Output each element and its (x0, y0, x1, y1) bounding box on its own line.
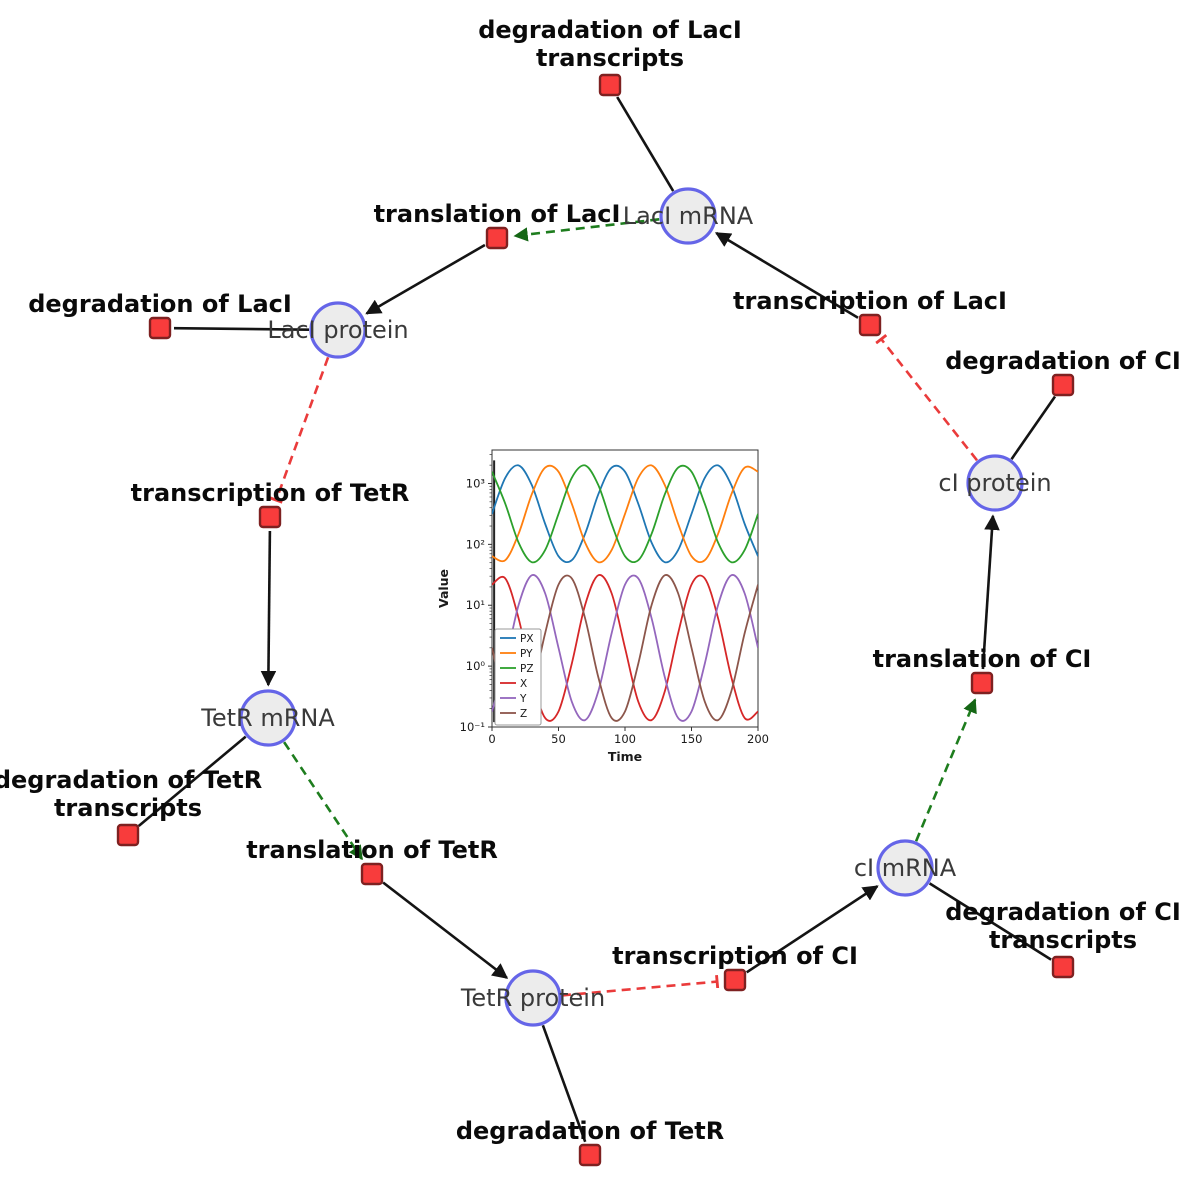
reaction-label-translation_cI: translation of CI (873, 645, 1092, 673)
reaction-node-transcription_lacI[interactable] (858, 313, 882, 337)
x-tick-label: 0 (488, 732, 495, 746)
reaction-node-transcription_tetR[interactable] (258, 505, 282, 529)
series-line-Y (492, 574, 758, 722)
edge-inhibition-tetR_protein-transcription_cI (561, 974, 720, 997)
edge-consumption-cI_mRNA-deg_cI_transcripts (928, 882, 1052, 961)
x-tick-label: 150 (681, 732, 703, 746)
edges-layer (137, 96, 1057, 1143)
species-label-cI_mRNA: cI mRNA (854, 854, 957, 882)
reaction-node-transcription_cI[interactable] (723, 968, 747, 992)
y-tick-label: 10³ (466, 476, 486, 490)
legend-label-Z: Z (520, 708, 527, 720)
species-label-tetR_mRNA: TetR mRNA (200, 704, 335, 732)
edge-production-transcription_cI-cI_mRNA (745, 885, 879, 974)
series-line-PZ (492, 464, 758, 564)
species-node-tetR_mRNA[interactable] (239, 689, 297, 747)
reaction-label-translation_lacI: translation of LacI (374, 200, 621, 228)
y-tick-label: 10⁻¹ (460, 720, 485, 734)
reaction-node-translation_lacI[interactable] (485, 226, 509, 250)
legend-label-Y: Y (519, 693, 527, 705)
y-tick-label: 10² (466, 537, 485, 551)
reaction-label-deg_tetR: degradation of TetR (456, 1117, 724, 1145)
reaction-node-deg_lacI_transcripts[interactable] (598, 73, 622, 97)
species-node-tetR_protein[interactable] (504, 969, 562, 1027)
reaction-label-deg_cI: degradation of CI (945, 347, 1181, 375)
species-label-lacI_protein: LacI protein (267, 316, 408, 344)
legend-label-PX: PX (520, 633, 534, 645)
species-node-lacI_mRNA[interactable] (659, 187, 717, 245)
reaction-label-transcription_tetR: transcription of TetR (131, 479, 410, 507)
reaction-node-deg_lacI[interactable] (148, 316, 172, 340)
y-tick-label: 10⁰ (466, 659, 486, 673)
edge-production-translation_lacI-lacI_protein (365, 243, 486, 315)
edge-inhibition-cI_protein-transcription_lacI (875, 333, 979, 462)
legend-label-PZ: PZ (520, 663, 534, 675)
y-tick-label: 10¹ (466, 598, 485, 612)
species-node-cI_mRNA[interactable] (876, 839, 934, 897)
edge-inhibition-lacI_protein-transcription_tetR (269, 356, 330, 504)
reaction-node-deg_tetR[interactable] (578, 1143, 602, 1167)
reaction-label-translation_tetR: translation of TetR (246, 836, 498, 864)
edge-production-translation_cI-cI_protein (981, 514, 1000, 670)
edge-production-transcription_tetR-tetR_mRNA (260, 530, 277, 687)
legend-label-X: X (520, 678, 527, 690)
series-line-PX (492, 464, 758, 564)
edge-modifier-cI_mRNA-translation_cI (914, 698, 977, 842)
x-tick-label: 200 (747, 732, 769, 746)
reaction-label-deg_lacI: degradation of LacI (28, 290, 292, 318)
x-tick-label: 100 (614, 732, 636, 746)
edge-consumption-lacI_mRNA-deg_lacI_transcripts (616, 96, 675, 192)
edge-consumption-lacI_protein-deg_lacI (173, 326, 310, 331)
edge-consumption-tetR_mRNA-deg_tetR_transcripts (137, 735, 247, 827)
series-line-PY (492, 464, 758, 564)
edge-modifier-lacI_mRNA-translation_lacI (513, 218, 660, 242)
edge-production-transcription_lacI-lacI_mRNA (714, 231, 859, 319)
reaction-node-deg_cI_transcripts[interactable] (1051, 955, 1075, 979)
reaction-node-deg_tetR_transcripts[interactable] (116, 823, 140, 847)
edge-consumption-tetR_protein-deg_tetR (541, 1024, 587, 1143)
legend-label-PY: PY (520, 648, 533, 660)
nodes-layer (116, 73, 1075, 1167)
y-axis-label: Value (436, 569, 451, 608)
reaction-node-deg_cI[interactable] (1051, 373, 1075, 397)
edge-consumption-cI_protein-deg_cI (1010, 395, 1057, 460)
reaction-node-translation_tetR[interactable] (360, 862, 384, 886)
species-label-cI_protein: cI protein (938, 469, 1051, 497)
reaction-label-transcription_lacI: transcription of LacI (733, 287, 1007, 315)
species-label-tetR_protein: TetR protein (460, 984, 605, 1012)
legend-box (494, 628, 542, 726)
x-tick-label: 50 (551, 732, 566, 746)
x-axis-label: Time (608, 749, 642, 764)
reaction-label-transcription_cI: transcription of CI (612, 942, 858, 970)
species-node-cI_protein[interactable] (966, 454, 1024, 512)
species-node-lacI_protein[interactable] (309, 301, 367, 359)
reaction-node-translation_cI[interactable] (970, 671, 994, 695)
edge-modifier-tetR_mRNA-translation_tetR (283, 741, 364, 861)
species-label-lacI_mRNA: LacI mRNA (623, 202, 754, 230)
edge-production-translation_tetR-tetR_protein (382, 881, 509, 979)
